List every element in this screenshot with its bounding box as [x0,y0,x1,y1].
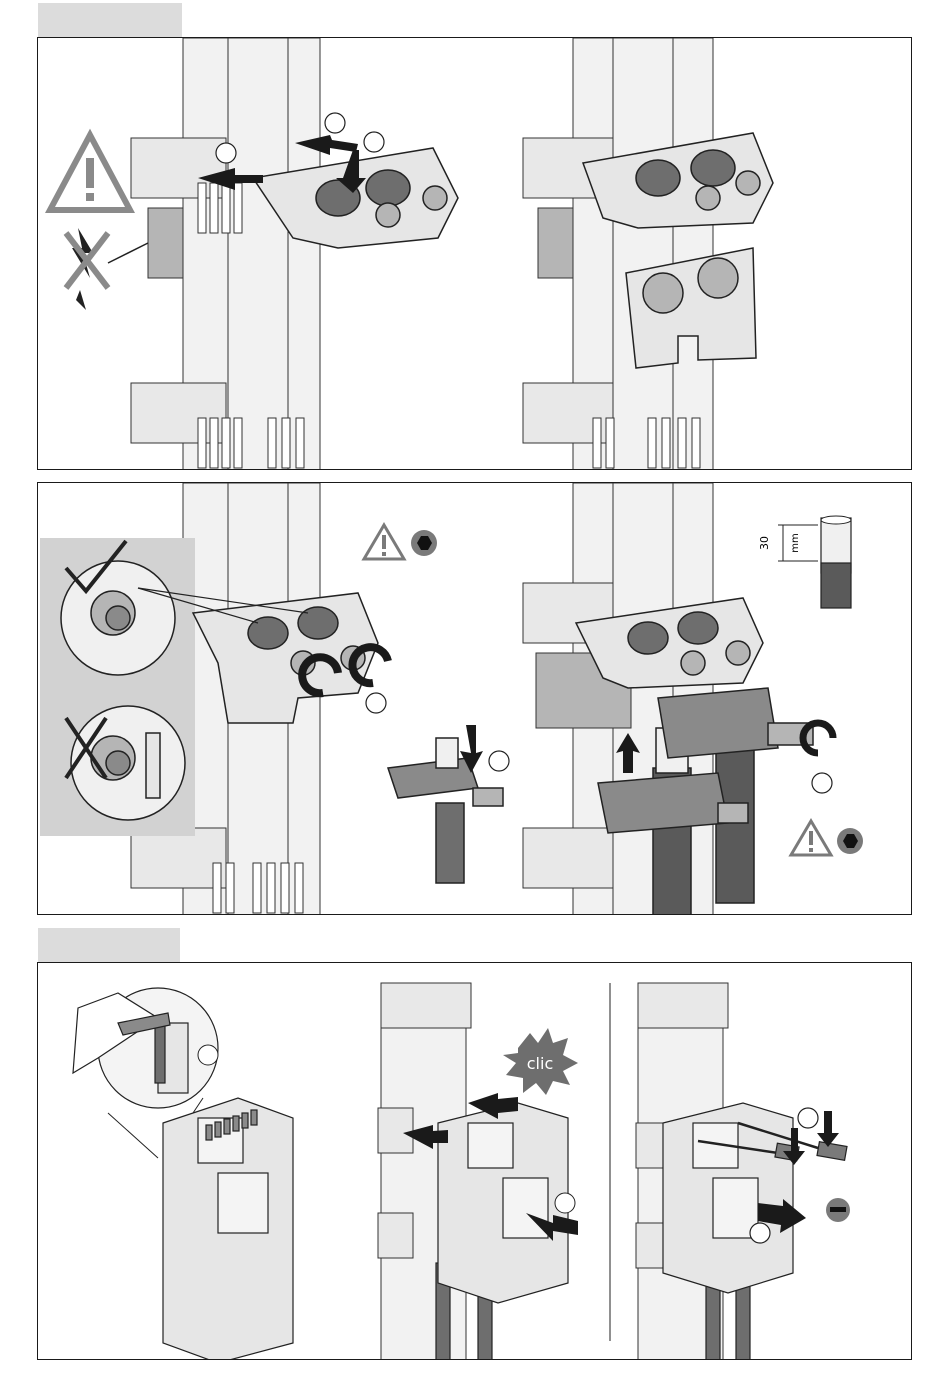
step-callout [198,1045,218,1065]
measure-value: 30 [758,536,771,550]
module-unit-2 [438,1103,568,1303]
module-unit-3 [663,1103,793,1293]
step-callout [555,1193,575,1213]
no-voltage-icon [66,228,108,310]
warning-triangle-icon [791,821,831,855]
clic-burst: clic [503,1028,578,1095]
section-tab-top [38,3,182,37]
minus-icon [826,1198,850,1222]
section-tab-bottom [38,928,180,962]
warning-triangle-icon [50,135,130,210]
hex-key-icon [837,828,863,854]
panel-3: clic [37,962,912,1360]
connector-block-right [538,208,573,278]
warning-triangle-icon [364,525,404,559]
detail-incorrect [71,706,185,820]
cable-clamp-small [388,738,503,883]
release-detail [73,988,218,1108]
module-unit-1 [163,1098,293,1360]
cable-end-measure: 30 mm [758,516,851,608]
measure-unit: mm [790,533,801,552]
clic-label: clic [527,1054,553,1073]
panel-1 [37,37,912,470]
detail-correct [61,561,175,675]
connector-block-left [148,208,183,278]
hex-key-icon [411,530,437,556]
panel-2: 30 mm [37,482,912,915]
